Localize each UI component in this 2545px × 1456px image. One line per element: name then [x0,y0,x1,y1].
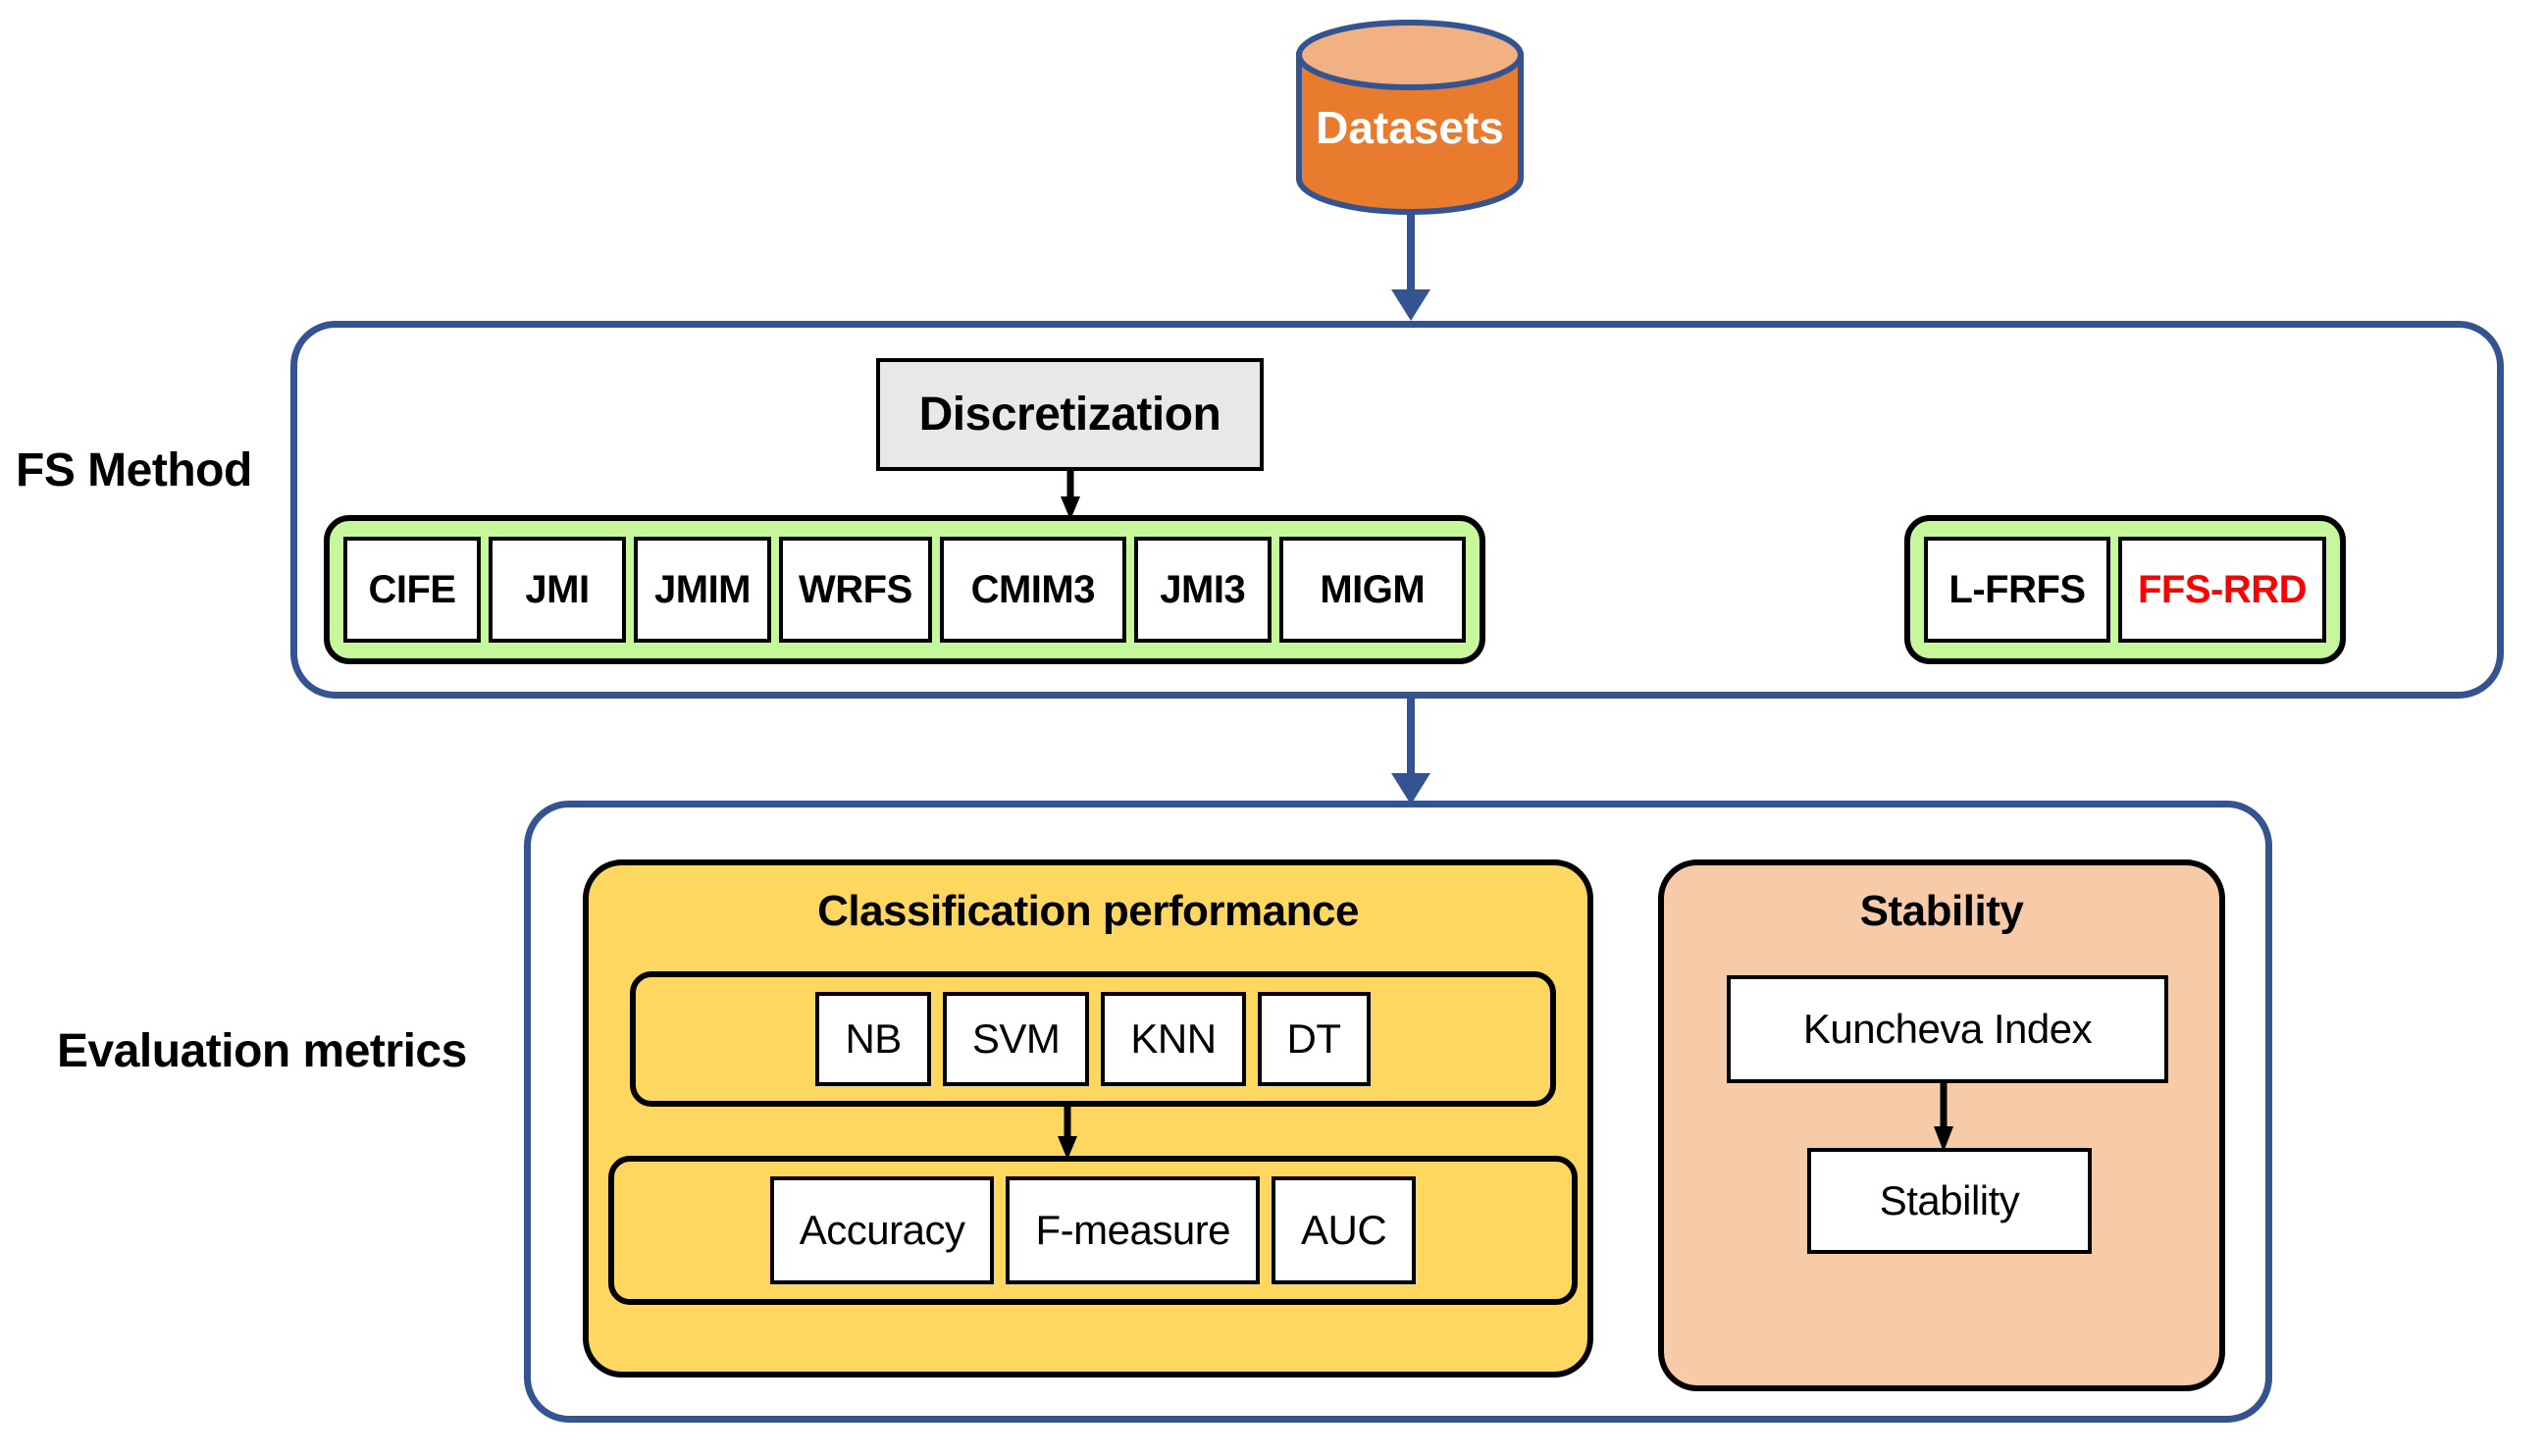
kuncheva-index-box[interactable]: Kuncheva Index [1727,975,2168,1083]
datasets-cylinder: Datasets [1293,18,1527,216]
fs-method-box[interactable]: WRFS [779,537,932,643]
metric-box[interactable]: Accuracy [769,1176,995,1284]
classification-performance-title: Classification performance [817,887,1359,935]
fs-method-box-proposed[interactable]: FFS-RRD [2118,537,2327,643]
arrow-datasets-to-fs-icon [1381,211,1440,332]
evaluation-metrics-side-label: Evaluation metrics [57,1025,467,1077]
stability-panel: Stability Kuncheva Index Stability [1658,859,2225,1391]
fs-method-group-primary: CIFE JMI JMIM WRFS CMIM3 JMI3 MIGM [324,515,1485,664]
fs-method-box[interactable]: JMI [489,537,626,643]
stability-result-box[interactable]: Stability [1807,1148,2092,1254]
fs-method-box[interactable]: CIFE [343,537,481,643]
classifier-box[interactable]: SVM [942,992,1090,1086]
arrow-discretization-to-methods-icon [1059,471,1082,527]
classifier-box[interactable]: DT [1257,992,1371,1086]
metric-box[interactable]: AUC [1272,1176,1417,1284]
classifier-box[interactable]: KNN [1101,992,1246,1086]
arrow-kuncheva-to-stability-icon [1932,1083,1955,1159]
fs-method-box[interactable]: L-FRFS [1924,537,2110,643]
discretization-box[interactable]: Discretization [876,358,1264,471]
fs-method-box[interactable]: JMIM [634,537,771,643]
fs-method-box[interactable]: CMIM3 [939,537,1126,643]
metric-box[interactable]: F-measure [1006,1176,1261,1284]
stability-title: Stability [1859,887,2024,935]
fs-method-box[interactable]: JMI3 [1133,537,1272,643]
fs-method-group-secondary: L-FRFS FFS-RRD [1904,515,2347,664]
arrow-classifiers-to-metrics-icon [1056,1107,1079,1167]
fs-method-side-label: FS Method [16,444,252,496]
classifier-box[interactable]: NB [815,992,931,1086]
database-cylinder-icon [1296,20,1524,215]
metric-group: Accuracy F-measure AUC [608,1156,1578,1305]
classifier-group: NB SVM KNN DT [630,971,1556,1107]
arrow-fs-to-evaluation-icon [1381,693,1440,813]
classification-performance-panel: Classification performance NB SVM KNN DT… [583,859,1593,1378]
fs-method-box[interactable]: MIGM [1278,537,1466,643]
